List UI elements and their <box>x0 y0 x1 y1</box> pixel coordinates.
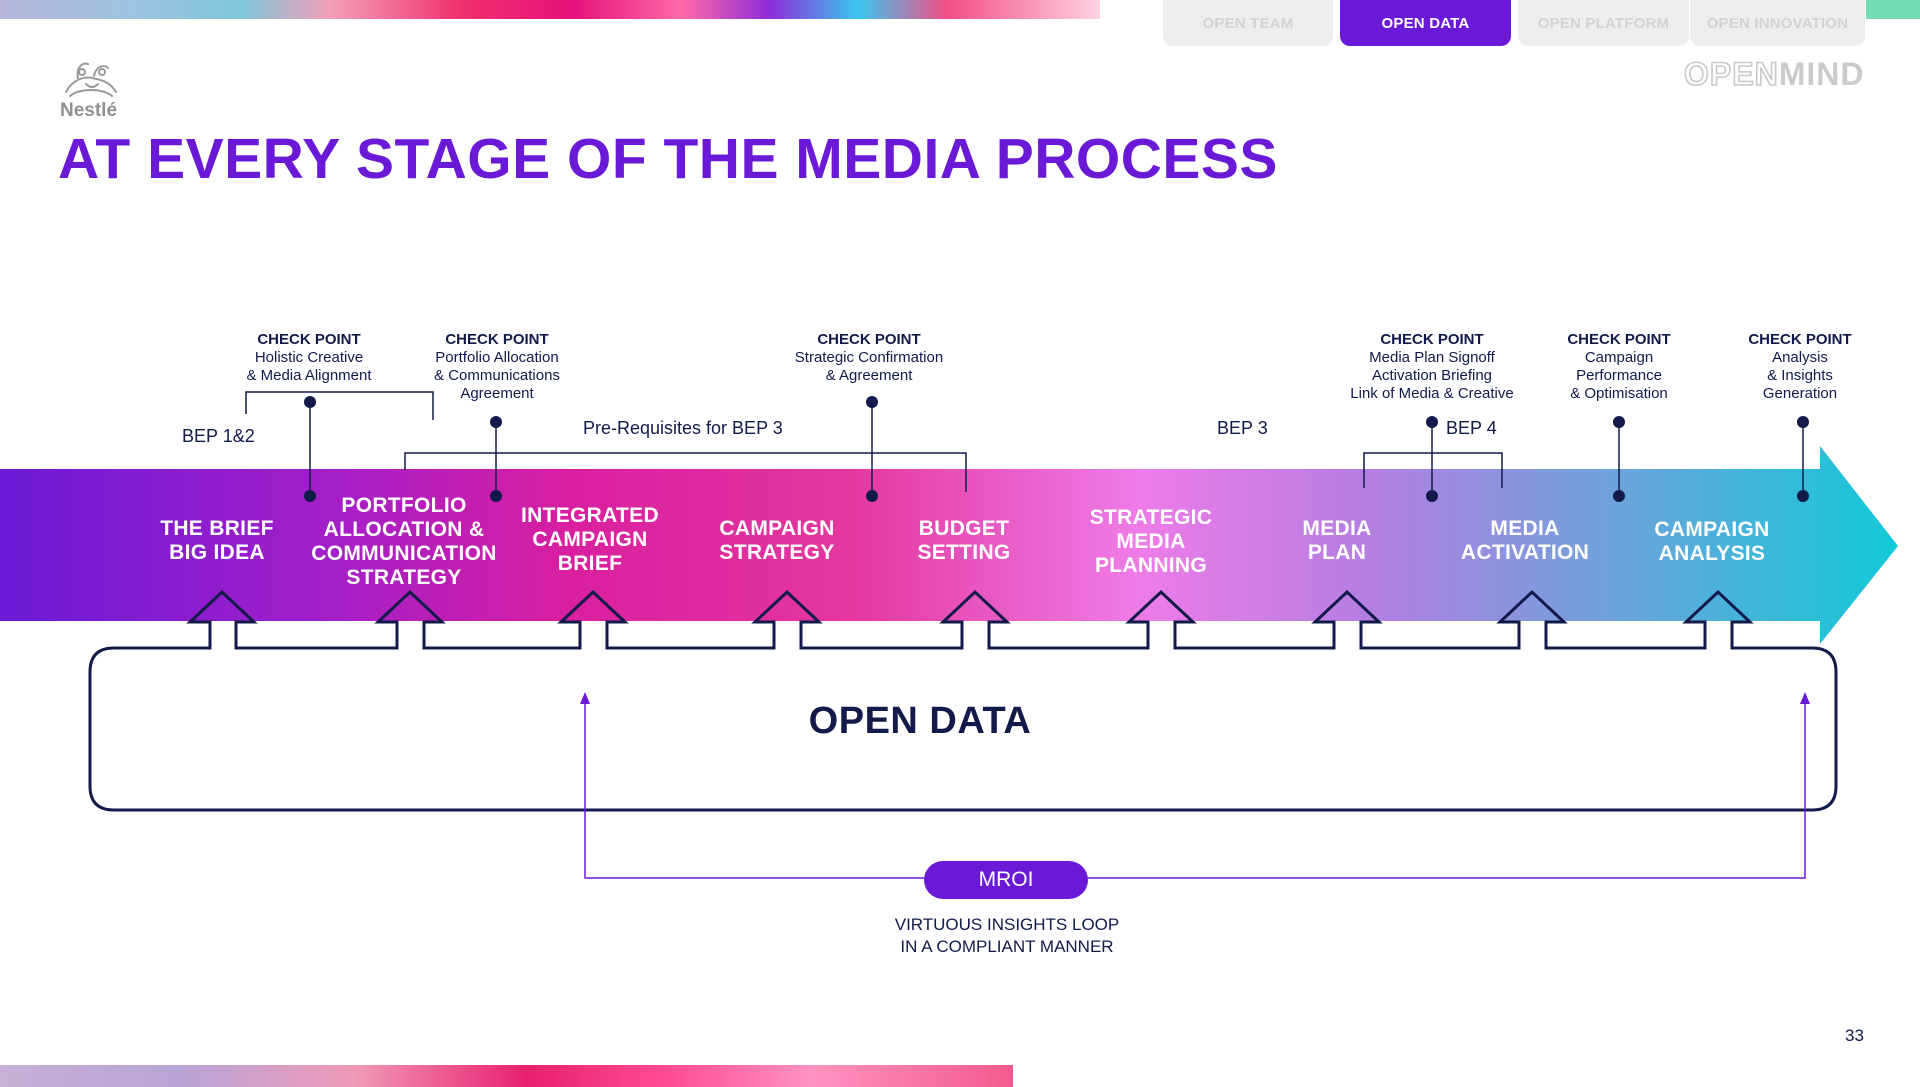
virtuous-loop-caption: VIRTUOUS INSIGHTS LOOP IN A COMPLIANT MA… <box>894 915 1120 956</box>
bep-3-label: BEP 3 <box>1217 418 1268 438</box>
bep-1-2-label: BEP 1&2 <box>182 426 255 446</box>
checkpoint-holistic-creative: CHECK POINT Holistic Creative & Media Al… <box>246 331 372 384</box>
bep-4-label: BEP 4 <box>1446 418 1497 438</box>
checkpoint-analysis-insights: CHECK POINT Analysis & Insights Generati… <box>1748 331 1852 402</box>
tab-open-team[interactable]: OPEN TEAM <box>1163 0 1333 46</box>
tab-open-innovation[interactable]: OPEN INNOVATION <box>1690 0 1865 46</box>
mroi-badge: MROI <box>924 861 1088 899</box>
checkpoint-media-plan-signoff: CHECK POINT Media Plan Signoff Activatio… <box>1350 331 1514 402</box>
bottom-decorative-strip <box>0 1065 1013 1087</box>
checkpoint-campaign-performance: CHECK POINT Campaign Performance & Optim… <box>1567 331 1671 402</box>
open-data-label: OPEN DATA <box>808 700 1032 742</box>
checkpoint-strategic-confirmation: CHECK POINT Strategic Confirmation & Agr… <box>794 331 944 384</box>
checkpoint-portfolio-allocation: CHECK POINT Portfolio Allocation & Commu… <box>434 331 560 402</box>
openmind-logo: OPENMIND <box>1683 55 1865 93</box>
process-arrow <box>0 446 1898 644</box>
nestle-wordmark: Nestlé <box>60 100 118 121</box>
page-title: AT EVERY STAGE OF THE MEDIA PROCESS <box>58 127 1278 191</box>
tab-open-platform[interactable]: OPEN PLATFORM <box>1518 0 1689 46</box>
tab-open-data[interactable]: OPEN DATA <box>1340 0 1511 46</box>
top-decorative-strip <box>0 0 1100 19</box>
nestle-nest-icon <box>65 62 117 97</box>
open-data-box <box>88 589 1838 812</box>
page-number: 33 <box>1845 1026 1864 1045</box>
top-right-accent-chip <box>1866 0 1920 19</box>
prerequisites-bep3-label: Pre-Requisites for BEP 3 <box>583 418 783 438</box>
